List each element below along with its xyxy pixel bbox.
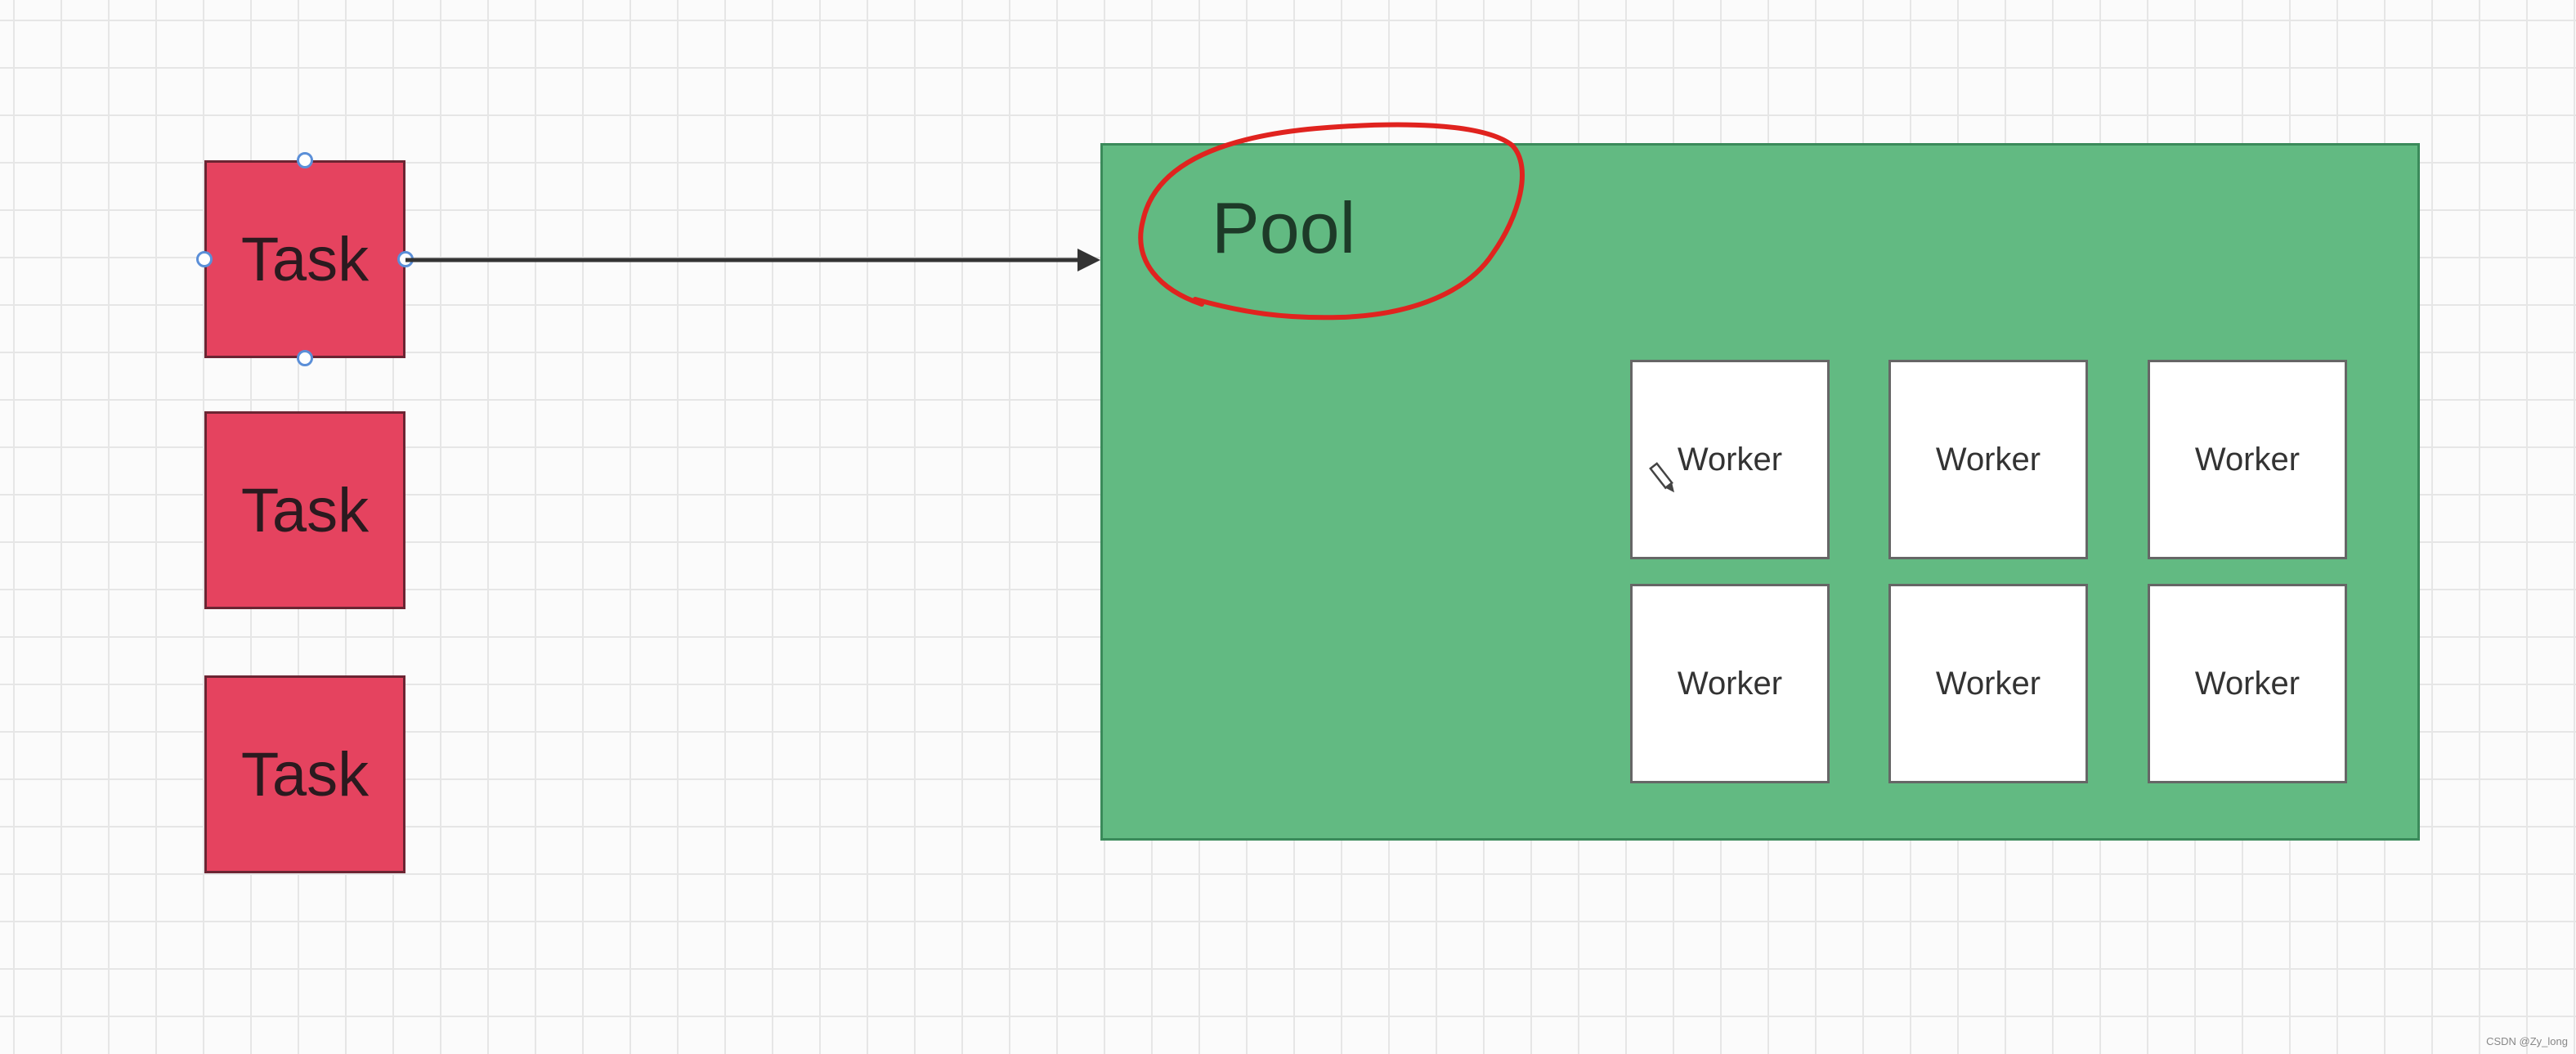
selection-handle-top[interactable] <box>297 152 313 168</box>
worker-node-6[interactable]: Worker <box>2148 584 2347 783</box>
worker-label: Worker <box>1935 665 2041 702</box>
worker-label: Worker <box>1677 441 1783 478</box>
task-node-2[interactable]: Task <box>204 411 405 609</box>
worker-node-4[interactable]: Worker <box>1630 584 1830 783</box>
worker-node-1[interactable]: Worker <box>1630 360 1830 559</box>
task-label: Task <box>240 475 370 545</box>
watermark: CSDN @Zy_long <box>2486 1035 2568 1047</box>
task-node-3[interactable]: Task <box>204 675 405 873</box>
worker-label: Worker <box>2194 441 2300 478</box>
selection-handle-bottom[interactable] <box>297 350 313 366</box>
worker-node-5[interactable]: Worker <box>1888 584 2088 783</box>
task-label: Task <box>240 224 370 294</box>
worker-node-3[interactable]: Worker <box>2148 360 2347 559</box>
worker-label: Worker <box>1677 665 1783 702</box>
worker-label: Worker <box>2194 665 2300 702</box>
selection-handle-left[interactable] <box>196 251 213 267</box>
red-highlight-circle <box>1138 122 1525 321</box>
pen-cursor-icon <box>1649 462 1675 493</box>
worker-node-2[interactable]: Worker <box>1888 360 2088 559</box>
worker-label: Worker <box>1935 441 2041 478</box>
task-to-pool-arrow[interactable] <box>405 249 1100 271</box>
task-label: Task <box>240 739 370 810</box>
pool-label: Pool <box>1212 187 1356 268</box>
